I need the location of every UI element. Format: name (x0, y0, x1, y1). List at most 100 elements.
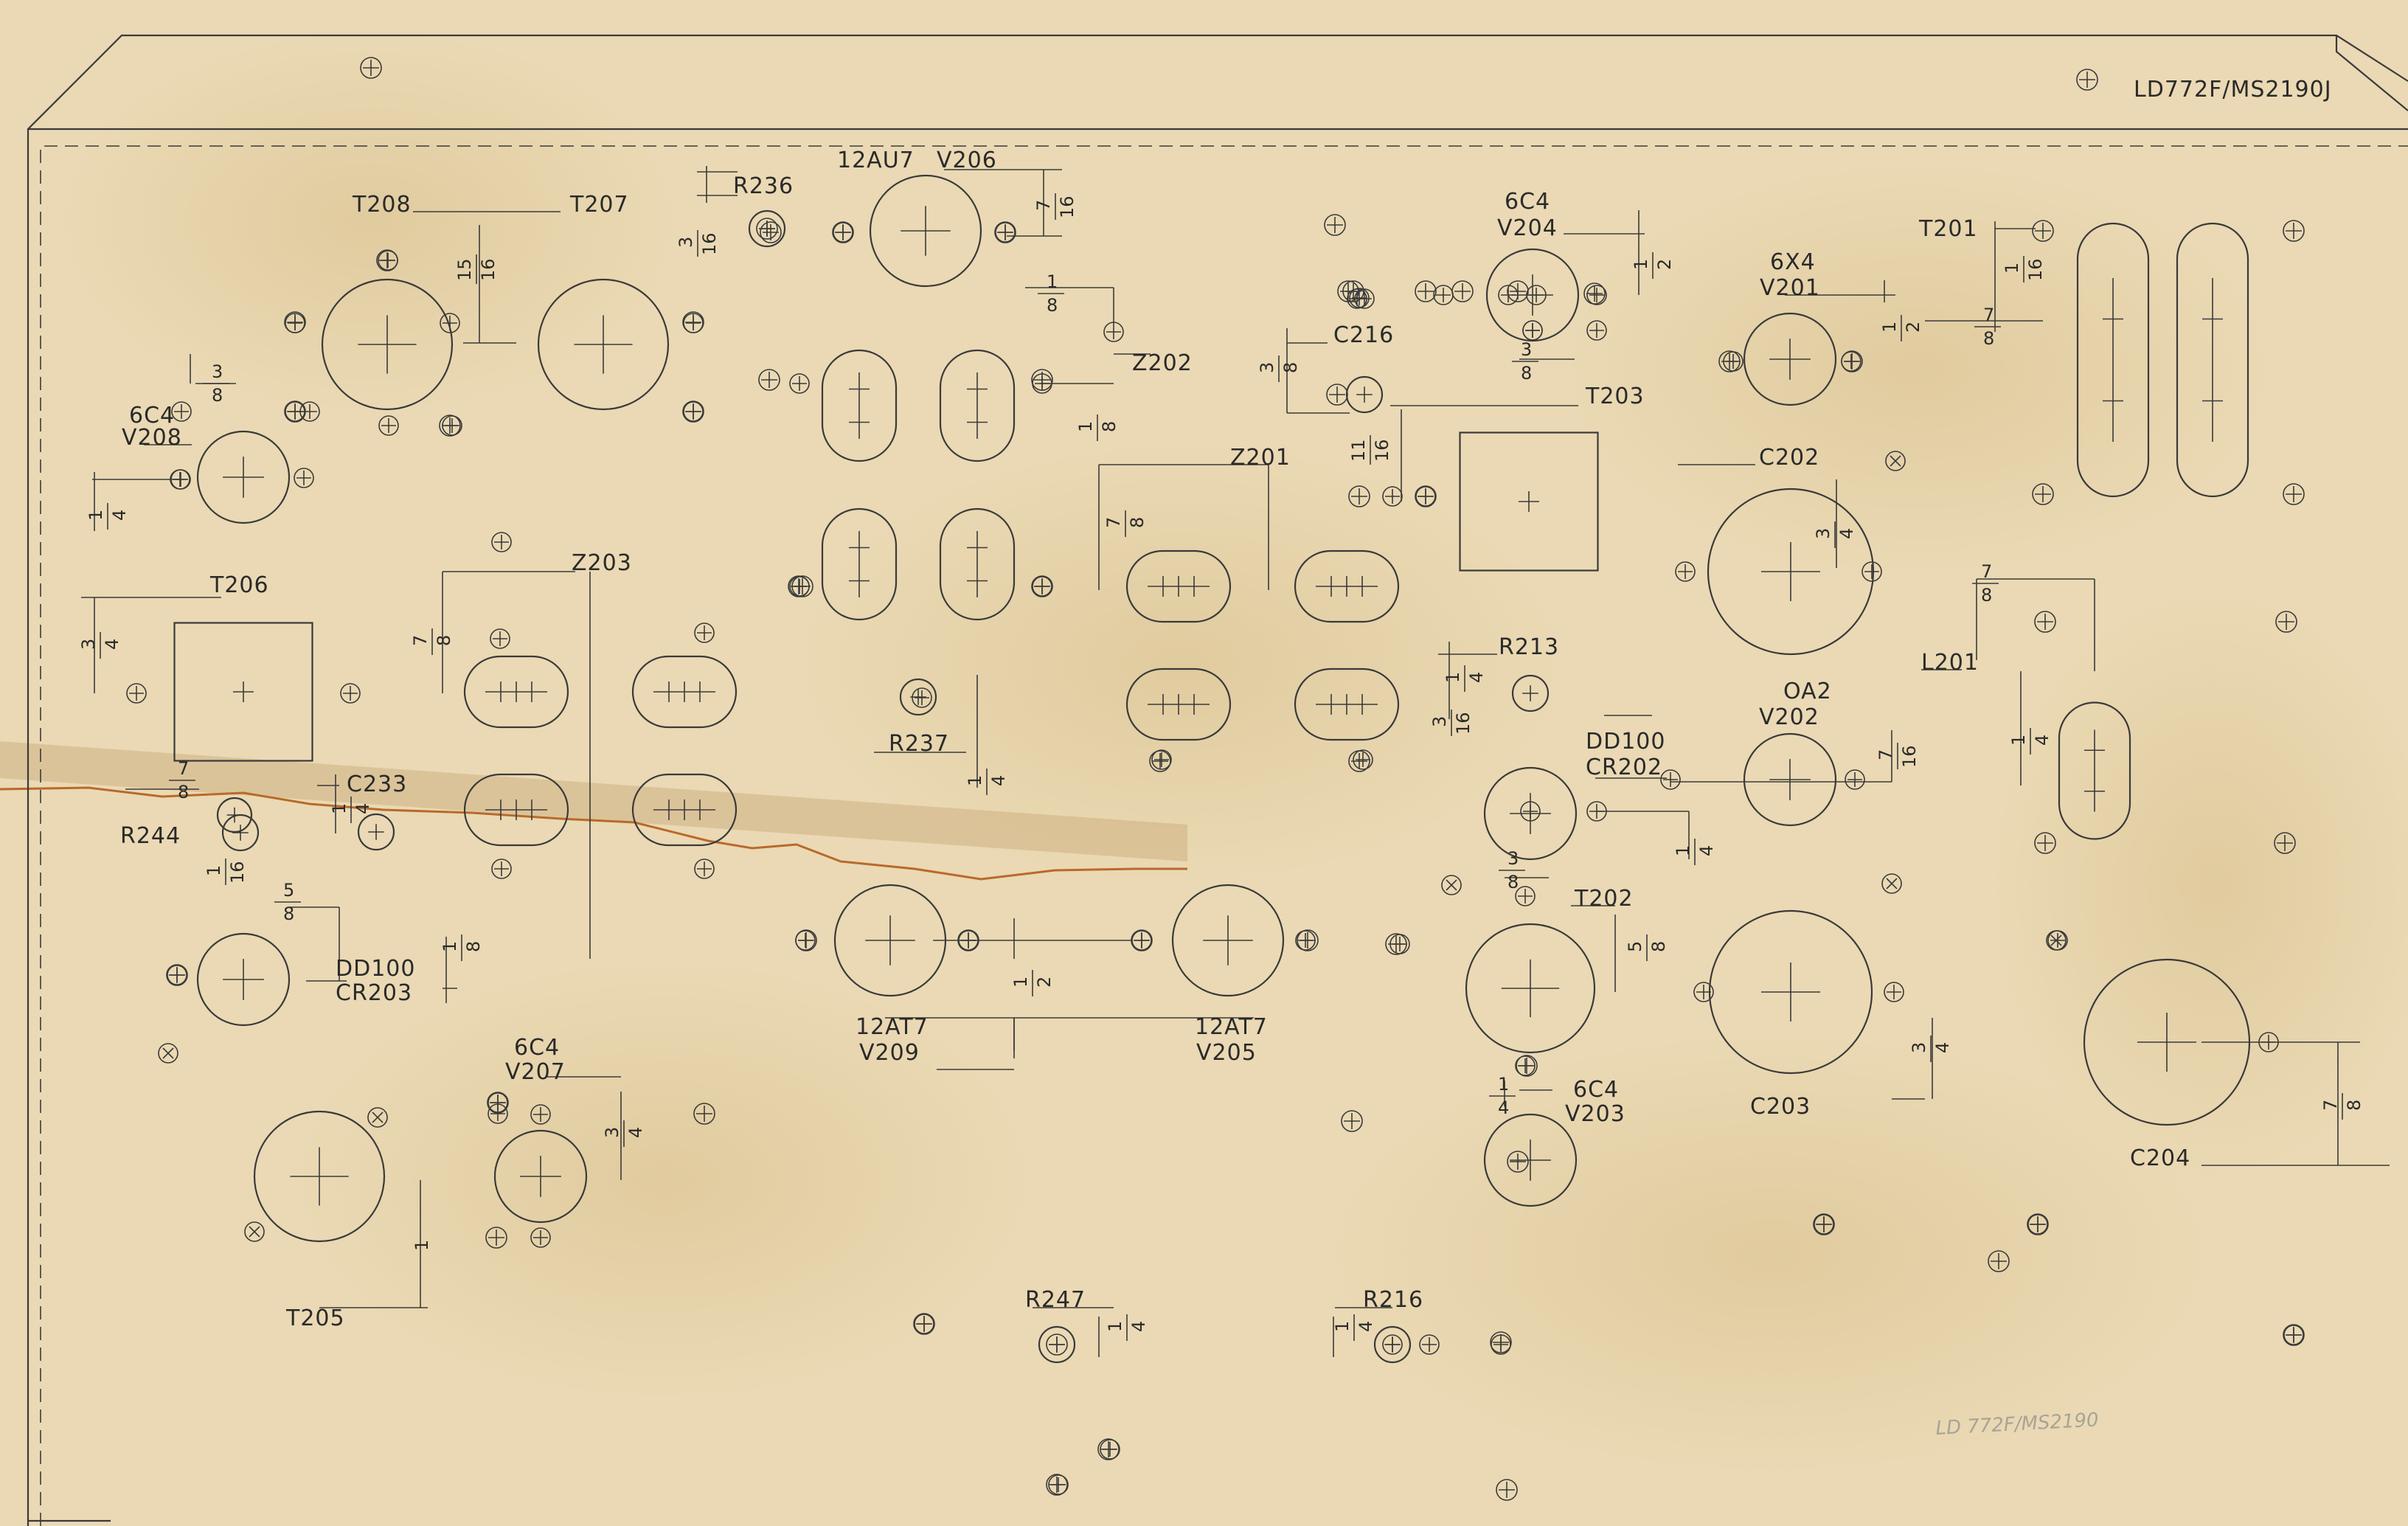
dim-num: 7 (1981, 561, 1992, 582)
dim-den: 8 (283, 904, 294, 924)
mounting-hole (1048, 1474, 1069, 1495)
socket-circle (1511, 674, 1550, 712)
component-label: 12AU7 (837, 148, 915, 173)
component-label: V207 (505, 1059, 566, 1085)
mounting-hole (285, 401, 305, 422)
dim-den: 4 (1466, 672, 1487, 683)
slot-outline (463, 773, 569, 847)
mounting-hole (1415, 280, 1437, 302)
socket-circle (1483, 1113, 1578, 1207)
component-label: T205 (285, 1305, 345, 1331)
slot-outline (2176, 222, 2249, 498)
dim-den: 8 (212, 385, 223, 406)
dim-num: 3 (1429, 716, 1450, 727)
dim-den: 16 (1899, 745, 1920, 768)
x-hole (2046, 930, 2067, 951)
mounting-hole (694, 622, 715, 643)
component-label: 6C4 (514, 1035, 560, 1061)
mounting-hole (294, 468, 314, 488)
dim-num: 1 (1631, 259, 1651, 270)
dim-num: 15 (454, 258, 475, 281)
dim-den: 8 (463, 941, 484, 952)
component-label: V201 (1760, 275, 1820, 301)
dim-num: 1 (1498, 1074, 1509, 1095)
dim-num: 1 (2008, 735, 2029, 746)
mounting-hole (2283, 483, 2305, 505)
mounting-hole (491, 532, 512, 552)
x-hole (1885, 451, 1906, 471)
component-label: T203 (1585, 384, 1645, 409)
mounting-hole (1522, 320, 1543, 341)
component-label: R247 (1025, 1287, 1086, 1313)
mounting-hole (1419, 1334, 1440, 1355)
mounting-hole (914, 1314, 934, 1334)
component-label: DD100 (1586, 729, 1665, 755)
dim-den: 8 (1099, 421, 1120, 432)
component-label: V202 (1759, 704, 1819, 730)
mounting-hole (285, 313, 305, 333)
component-label: CR202 (1586, 755, 1662, 780)
mounting-hole (2283, 220, 2305, 242)
mounting-hole (1491, 1334, 1511, 1355)
dim-den: 4 (1356, 1321, 1376, 1332)
drawing-number: LD772F/MS2190J (2134, 77, 2332, 103)
mounting-hole (1723, 351, 1743, 372)
mounting-hole (2274, 832, 2296, 854)
slot-outline (631, 773, 738, 847)
component-label: OA2 (1783, 679, 1832, 704)
dim-num: 1 (412, 1240, 432, 1251)
mounting-hole (2034, 832, 2056, 854)
socket-circle (899, 678, 937, 716)
socket-circle (1373, 1325, 1412, 1364)
dim-den: 16 (699, 232, 720, 255)
dim-num: 3 (676, 237, 696, 248)
mounting-hole (683, 401, 704, 422)
dim-den: 16 (1453, 712, 1474, 735)
dim-num: 7 (410, 635, 431, 646)
dim-num: 3 (1257, 362, 1277, 373)
component-label: 6C4 (1573, 1077, 1619, 1103)
mounting-hole (1100, 1439, 1120, 1460)
mounting-hole (1660, 769, 1681, 790)
mounting-hole (485, 1227, 507, 1249)
mounting-hole (1861, 561, 1882, 582)
mounting-hole (171, 401, 192, 422)
component-label: C233 (347, 771, 407, 797)
mounting-hole (360, 57, 382, 79)
dim-num: 7 (1033, 200, 1054, 211)
dim-num: 3 (602, 1127, 622, 1138)
slot-outline (939, 349, 1016, 462)
dim-den: 2 (1034, 977, 1055, 988)
mounting-hole (1841, 351, 1861, 372)
slot-outline (1294, 667, 1400, 741)
dim-den: 8 (1280, 362, 1301, 373)
dim-num: 1 (1075, 421, 1096, 432)
dim-num: 1 (440, 941, 460, 952)
component-label: V209 (859, 1040, 920, 1066)
dim-den: 4 (1836, 528, 1857, 539)
dim-num: 1 (1673, 845, 1693, 856)
socket-circle (748, 209, 786, 248)
dim-den: 4 (2032, 735, 2053, 746)
component-label: C202 (1759, 445, 1819, 471)
socket-circle (1345, 375, 1384, 414)
mounting-hole (1295, 930, 1316, 951)
mounting-hole (789, 373, 810, 394)
x-hole (244, 1221, 265, 1242)
dim-den: 4 (988, 775, 1009, 786)
mounting-hole (2027, 1214, 2048, 1235)
mounting-hole (1884, 982, 1904, 1002)
dim-num: 7 (178, 758, 189, 779)
slot-outline (821, 507, 898, 621)
mounting-hole (795, 930, 816, 951)
mounting-hole (1032, 576, 1052, 597)
mounting-hole (2032, 220, 2054, 242)
socket-circle (1038, 1325, 1076, 1364)
mounting-hole (1103, 322, 1124, 342)
socket-circle (1708, 909, 1873, 1075)
component-label: R213 (1499, 634, 1559, 660)
mounting-hole (530, 1227, 551, 1248)
socket-circle (537, 278, 670, 411)
mounting-hole (340, 683, 361, 704)
component-label: CR203 (336, 980, 412, 1006)
